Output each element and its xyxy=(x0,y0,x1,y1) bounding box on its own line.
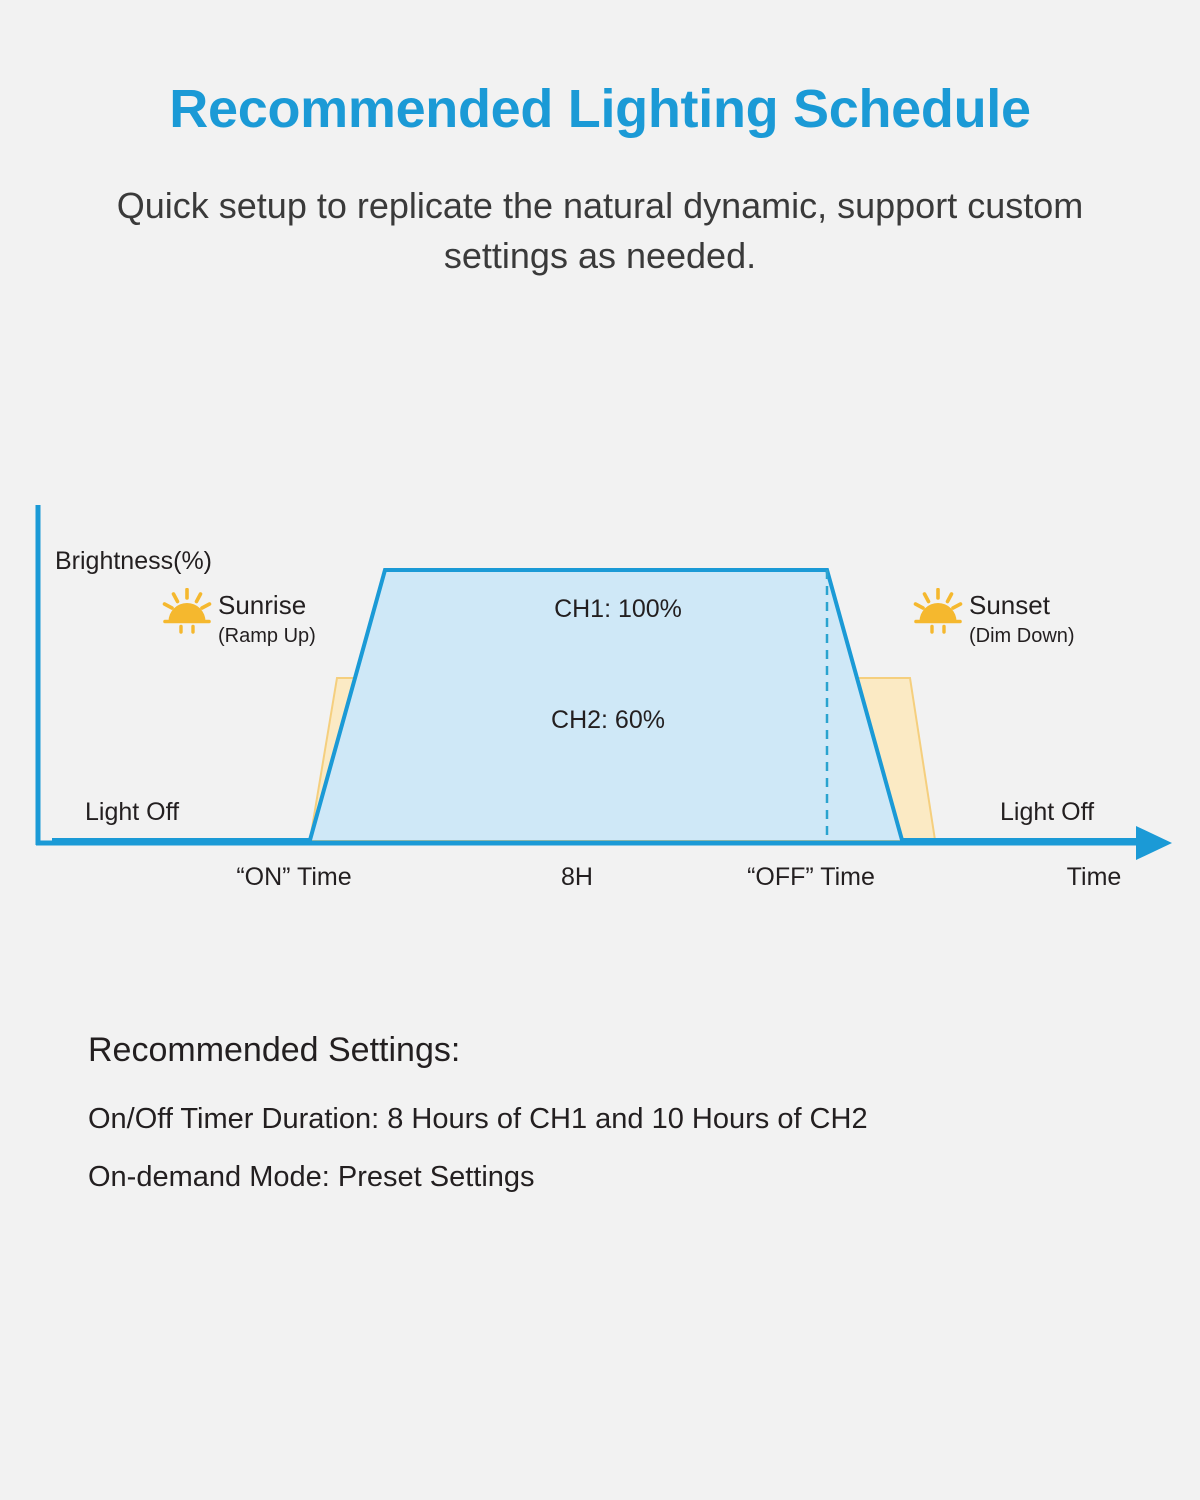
settings-heading: Recommended Settings: xyxy=(88,1031,461,1069)
sun-icon xyxy=(162,588,212,634)
sun-icon xyxy=(913,588,963,634)
page-header: Recommended Lighting Schedule Quick setu… xyxy=(0,79,1200,281)
y-axis-label: Brightness(%) xyxy=(55,547,212,575)
sunset-subtitle: (Dim Down) xyxy=(969,625,1075,647)
light-off-label-left: Light Off xyxy=(85,798,179,826)
x-axis-label: Time xyxy=(1067,863,1122,891)
sunrise-subtitle: (Ramp Up) xyxy=(218,625,316,647)
sunrise-title: Sunrise xyxy=(218,590,306,620)
ch1-series-label: CH1: 100% xyxy=(554,595,682,623)
page-title: Recommended Lighting Schedule xyxy=(169,79,1031,139)
x-tick-duration: 8H xyxy=(561,863,593,891)
ch1-area xyxy=(310,570,902,840)
settings-line-on-demand-mode: On-demand Mode: Preset Settings xyxy=(88,1161,535,1194)
settings-line-timer-duration: On/Off Timer Duration: 8 Hours of CH1 an… xyxy=(88,1102,868,1135)
sunset-title: Sunset xyxy=(969,590,1051,620)
sunset-annotation: Sunset (Dim Down) xyxy=(913,588,1075,647)
ch1-curve xyxy=(52,568,1140,842)
recommended-settings-section: Recommended Settings: On/Off Timer Durat… xyxy=(88,1030,1108,1217)
sunrise-annotation: Sunrise (Ramp Up) xyxy=(162,588,316,647)
light-off-label-right: Light Off xyxy=(1000,798,1094,826)
x-tick-on-time: “ON” Time xyxy=(236,863,351,891)
ch2-series-label: CH2: 60% xyxy=(551,706,665,734)
x-tick-off-time: “OFF” Time xyxy=(747,863,875,891)
page-subtitle: Quick setup to replicate the natural dyn… xyxy=(116,185,1084,277)
lighting-schedule-chart: Brightness(%) CH1: 100% CH2: 60% Light O… xyxy=(0,470,1200,910)
x-axis-arrow-icon xyxy=(1136,826,1172,860)
